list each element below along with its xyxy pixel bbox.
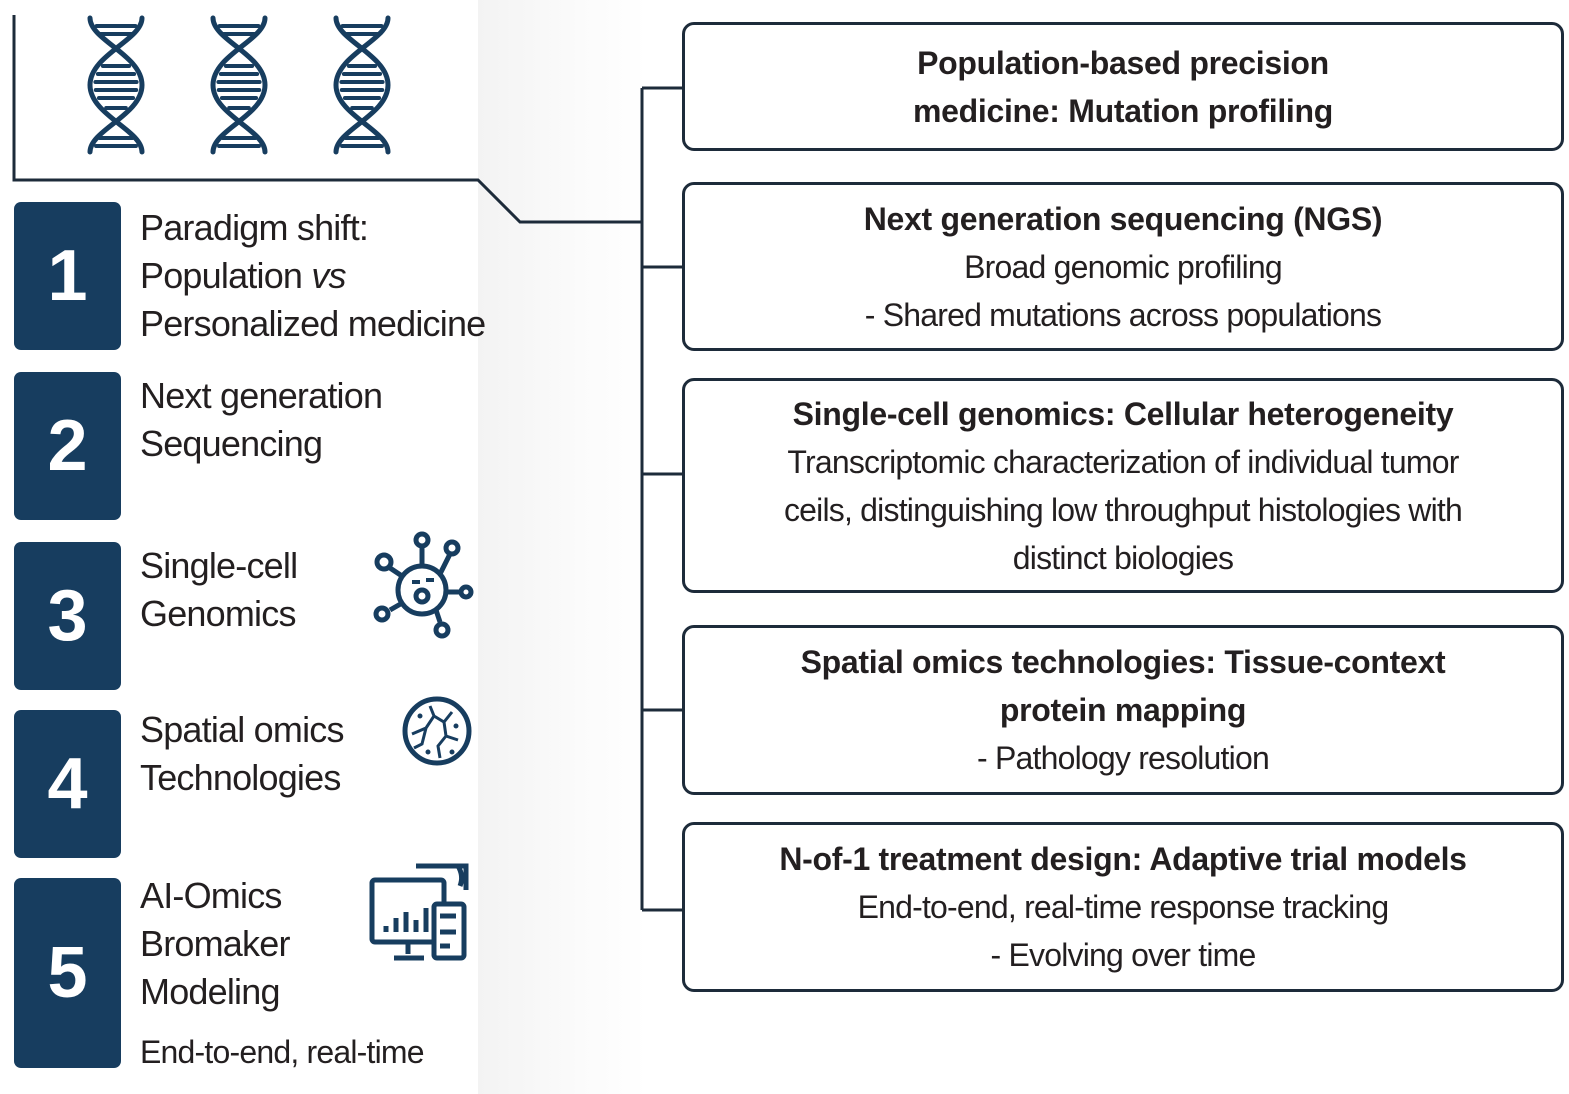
cell-icon <box>373 531 474 639</box>
label-line: Genomics <box>140 593 296 634</box>
box-body: - Shared mutations across populations <box>864 296 1382 333</box>
monitor-chart-icon <box>369 863 469 961</box>
label-line: Paradigm shift: <box>140 207 369 248</box>
box-spatial-omics: Spatial omics technologies: Tissue-conte… <box>682 625 1564 795</box>
box-body: End-to-end, real-time response tracking <box>857 889 1390 925</box>
box-body: Transcriptomic characterization of indiv… <box>787 443 1459 480</box>
top-frame-line <box>12 15 642 224</box>
box-body: distinct biologies <box>1012 539 1234 576</box>
background-shade <box>478 0 648 1094</box>
item-note-5: End-to-end, real-time <box>140 1034 425 1070</box>
item-label-2: Next generation Sequencing <box>140 372 383 468</box>
label-line: Technologies <box>140 757 341 798</box>
label-line: Modeling <box>140 971 281 1012</box>
dna-icon <box>87 15 145 155</box>
box-body: - Pathology resolution <box>977 740 1270 776</box>
box-title: Spatial omics technologies: Tissue-conte… <box>800 644 1446 680</box>
label-line: Sequencing <box>140 423 323 464</box>
dna-icon <box>333 15 391 155</box>
box-body: - Evolving over time <box>990 937 1257 973</box>
box-title: N-of-1 treatment design: Adaptive trial … <box>779 841 1467 877</box>
box-title: Population-based precision <box>917 44 1329 81</box>
dna-icon <box>210 15 268 155</box>
number-badge-2: 2 <box>14 372 121 520</box>
label-line: Next generation <box>140 375 383 416</box>
box-title: Next generation sequencing (NGS) <box>863 200 1383 237</box>
box-ngs: Next generation sequencing (NGS) Broad g… <box>682 182 1564 351</box>
label-line: Personalized medicine <box>140 303 486 344</box>
box-population-precision: Population-based precision medicine: Mut… <box>682 22 1564 151</box>
label-line: AI-Omics <box>140 875 282 916</box>
label-line: Spatial omics <box>140 709 344 750</box>
box-n-of-1: N-of-1 treatment design: Adaptive trial … <box>682 822 1564 992</box>
item-label-4: Spatial omics Technologies <box>140 706 344 802</box>
box-title: medicine: Mutation profiling <box>912 92 1334 129</box>
number-badge-4: 4 <box>14 710 121 858</box>
tissue-icon <box>402 696 472 766</box>
label-line: Single-cell <box>140 545 298 586</box>
number-badge-1: 1 <box>14 202 121 350</box>
number-badge-5: 5 <box>14 878 121 1068</box>
box-body: Broad genomic profiling <box>964 248 1283 285</box>
label-line: Population vs <box>140 252 485 300</box>
item-label-1: Paradigm shift: Population vs Personaliz… <box>140 204 486 348</box>
number-badge-3: 3 <box>14 542 121 690</box>
item-label-3: Single-cell Genomics <box>140 542 298 638</box>
box-single-cell: Single-cell genomics: Cellular heterogen… <box>682 378 1564 593</box>
item-label-5: AI-Omics Bromaker Modeling <box>140 872 290 1016</box>
label-text: Population <box>140 255 312 296</box>
box-title: Single-cell genomics: Cellular heterogen… <box>792 395 1454 432</box>
box-title: protein mapping <box>999 692 1247 728</box>
label-italic: vs <box>311 255 346 296</box>
label-line: Bromaker <box>140 923 290 964</box>
box-body: ceils, distinguishing low throughput his… <box>783 491 1463 528</box>
